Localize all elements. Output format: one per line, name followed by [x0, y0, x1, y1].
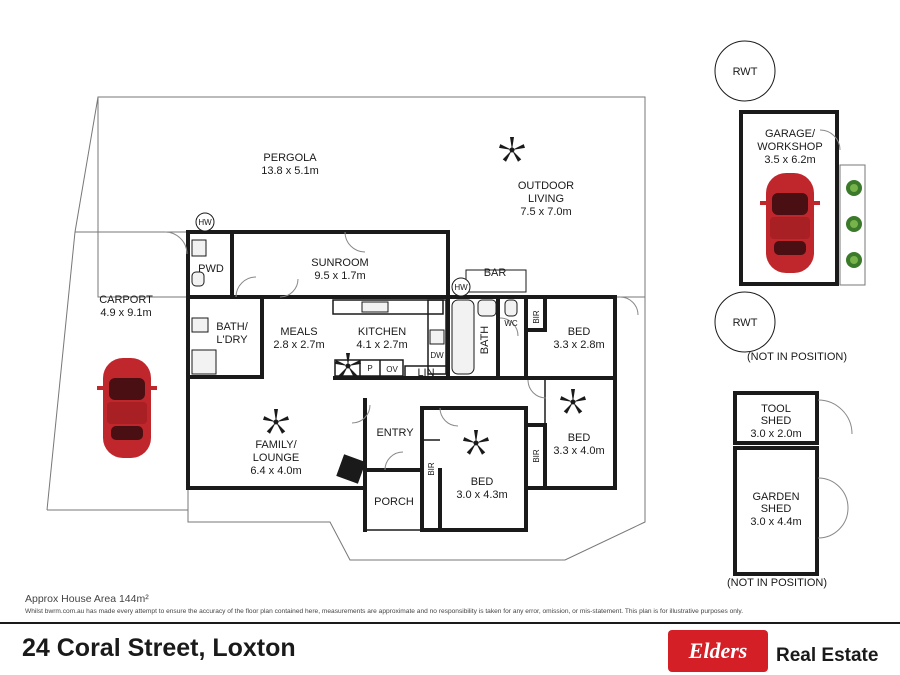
rwt-label-2: RWT: [733, 317, 758, 329]
outdoor-label-2: LIVING: [528, 193, 564, 205]
not-in-position-1: (NOT IN POSITION): [747, 351, 847, 363]
hot-water-icon: HW: [198, 218, 212, 227]
ceiling-fan-icon: [335, 353, 361, 378]
wc-label: WC: [504, 319, 518, 328]
bir-label-3: BIR: [427, 462, 436, 476]
plant-icon: [846, 252, 862, 268]
ceiling-fan-icon: [263, 409, 289, 434]
garden-shed-label-2: SHED: [761, 503, 792, 515]
plant-icon: [846, 216, 862, 232]
kitchen-size: 4.1 x 2.7m: [356, 339, 407, 351]
oven-label: OV: [386, 365, 398, 374]
car-icon: [97, 358, 157, 458]
sunroom-size: 9.5 x 1.7m: [314, 270, 365, 282]
bed-1-size: 3.3 x 2.8m: [553, 339, 604, 351]
house-area: Approx House Area 144m²: [25, 593, 149, 605]
porch-label: PORCH: [374, 496, 414, 508]
entry-label: ENTRY: [376, 427, 414, 439]
garage-size: 3.5 x 6.2m: [764, 154, 815, 166]
garage-label: GARAGE/: [765, 128, 816, 140]
pergola-size: 13.8 x 5.1m: [261, 165, 318, 177]
garden-shed-size: 3.0 x 4.4m: [750, 516, 801, 528]
pantry-label: P: [367, 364, 372, 373]
family-label-2: LOUNGE: [253, 452, 299, 464]
family-label: FAMILY/: [255, 439, 297, 451]
meals-size: 2.8 x 2.7m: [273, 339, 324, 351]
meals-label: MEALS: [280, 326, 317, 338]
ceiling-fan-icon: [463, 430, 489, 455]
pergola-label: PERGOLA: [263, 152, 317, 164]
bath-ldry-label: BATH/: [216, 321, 249, 333]
outdoor-label: OUTDOOR: [518, 180, 574, 192]
bar-label: BAR: [484, 267, 507, 279]
hot-water-icon: HW: [454, 283, 468, 292]
plant-icon: [846, 180, 862, 196]
not-in-position-2: (NOT IN POSITION): [727, 577, 827, 589]
footer-divider: [0, 622, 900, 624]
elders-logo: Elders: [668, 630, 768, 672]
bed-1-label: BED: [568, 326, 591, 338]
bed-3-label: BED: [471, 476, 494, 488]
garden-shed-label: GARDEN: [752, 491, 799, 503]
family-size: 6.4 x 4.0m: [250, 465, 301, 477]
dishwasher-label: DW: [430, 351, 444, 360]
pwd-label: PWD: [198, 263, 224, 275]
sunroom-label: SUNROOM: [311, 257, 368, 269]
brand-suffix: Real Estate: [776, 645, 879, 666]
bed-2-size: 3.3 x 4.0m: [553, 445, 604, 457]
floor-plan: PERGOLA 13.8 x 5.1m OUTDOOR LIVING 7.5 x…: [46, 40, 866, 589]
tool-shed-label-2: SHED: [761, 415, 792, 427]
carport-label: CARPORT: [99, 294, 153, 306]
tool-shed-label: TOOL: [761, 403, 791, 415]
brand-name: Elders: [688, 638, 748, 663]
lin-label: LIN: [417, 367, 434, 379]
property-address: 24 Coral Street, Loxton: [22, 634, 296, 662]
ceiling-fan-icon: [560, 389, 586, 414]
disclaimer: Whilst bwrm.com.au has made every attemp…: [25, 608, 744, 615]
rwt-label-1: RWT: [733, 66, 758, 78]
bed-3-size: 3.0 x 4.3m: [456, 489, 507, 501]
car-icon: [760, 173, 820, 273]
bir-label-2: BIR: [532, 449, 541, 463]
carport-size: 4.9 x 9.1m: [100, 307, 151, 319]
tool-shed-size: 3.0 x 2.0m: [750, 428, 801, 440]
bed-2-label: BED: [568, 432, 591, 444]
bath-label: BATH: [479, 326, 491, 355]
outdoor-size: 7.5 x 7.0m: [520, 206, 571, 218]
kitchen-label: KITCHEN: [358, 326, 406, 338]
bath-ldry-label-2: L'DRY: [216, 334, 248, 346]
bir-label-1: BIR: [532, 310, 541, 324]
garage-label-2: WORKSHOP: [757, 141, 822, 153]
ceiling-fan-icon: [499, 137, 525, 162]
